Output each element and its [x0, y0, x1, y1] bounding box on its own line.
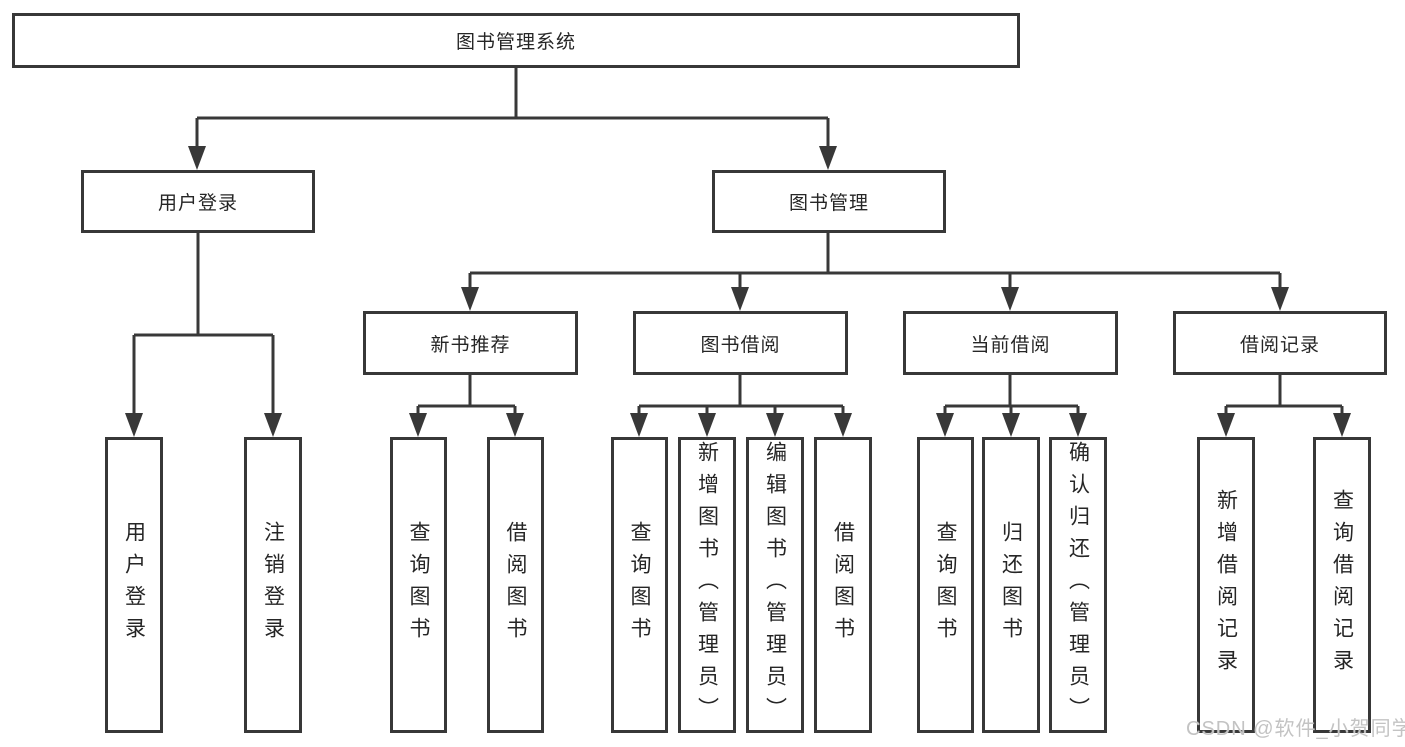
node-current-borrow-label: 当前借阅 [970, 334, 1051, 356]
arrowhead-icon [461, 287, 479, 311]
leaf-query-books-borrow-label: 查询图书 [628, 521, 651, 649]
arrowhead-icon [731, 287, 749, 311]
leaf-confirm-return-admin-label: 确认归还（管理员） [1066, 441, 1090, 729]
node-book-borrow-label: 图书借阅 [700, 334, 781, 356]
node-root: 图书管理系统 [12, 13, 1020, 68]
arrowhead-icon [409, 413, 427, 437]
leaf-add-book-admin: 新增图书（管理员） [678, 437, 736, 733]
connector-current-borrow-to-leaves [943, 375, 1080, 421]
arrowhead-icon [264, 413, 282, 437]
connector-book-management-to-level3 [468, 233, 1282, 296]
arrowhead-icon [630, 413, 648, 437]
leaf-borrow-books-recommend-label: 借阅图书 [504, 521, 527, 649]
arrowhead-icon [1271, 287, 1289, 311]
connector-book-borrow-to-leaves [637, 375, 845, 421]
leaf-logout-label: 注销登录 [261, 521, 285, 649]
node-book-management: 图书管理 [712, 170, 946, 233]
leaf-query-books-borrow: 查询图书 [611, 437, 668, 733]
leaf-query-books-recommend-label: 查询图书 [407, 521, 430, 649]
leaf-add-borrow-record: 新增借阅记录 [1197, 437, 1255, 733]
connector-borrow-records-to-leaves [1224, 375, 1344, 421]
arrowhead-icon [698, 413, 716, 437]
node-book-borrow: 图书借阅 [633, 311, 848, 375]
leaf-add-borrow-record-label: 新增借阅记录 [1214, 489, 1238, 681]
node-new-book-recommend: 新书推荐 [363, 311, 578, 375]
leaf-borrow-books-borrow-label: 借阅图书 [831, 521, 855, 649]
arrowhead-icon [819, 146, 837, 170]
node-borrow-records: 借阅记录 [1173, 311, 1387, 375]
arrowhead-icon [506, 413, 524, 437]
node-book-management-label: 图书管理 [788, 193, 869, 214]
leaf-add-book-admin-label: 新增图书（管理员） [695, 441, 719, 729]
arrowhead-icon [1069, 413, 1087, 437]
arrowhead-icon [834, 413, 852, 437]
arrowhead-icon [1002, 413, 1020, 437]
leaf-query-books-recommend: 查询图书 [390, 437, 447, 733]
arrowhead-icon [936, 413, 954, 437]
node-user-login-label: 用户登录 [157, 193, 238, 214]
node-root-label: 图书管理系统 [455, 32, 576, 53]
leaf-edit-book-admin: 编辑图书（管理员） [746, 437, 804, 733]
arrowhead-icon [125, 413, 143, 437]
leaf-query-books-current-label: 查询图书 [934, 521, 957, 649]
leaf-query-borrow-record-label: 查询借阅记录 [1330, 489, 1354, 681]
leaf-confirm-return-admin: 确认归还（管理员） [1049, 437, 1107, 733]
leaf-user-login: 用户登录 [105, 437, 163, 733]
connector-user-login-to-leaves [132, 233, 275, 421]
arrowhead-icon [766, 413, 784, 437]
node-new-book-recommend-label: 新书推荐 [430, 334, 511, 356]
arrowhead-icon [188, 146, 206, 170]
node-borrow-records-label: 借阅记录 [1239, 334, 1320, 356]
arrowhead-icon [1217, 413, 1235, 437]
leaf-user-login-label: 用户登录 [122, 521, 146, 649]
leaf-borrow-books-borrow: 借阅图书 [814, 437, 872, 733]
node-user-login: 用户登录 [81, 170, 315, 233]
leaf-query-borrow-record: 查询借阅记录 [1313, 437, 1371, 733]
leaf-logout: 注销登录 [244, 437, 302, 733]
arrowhead-icon [1333, 413, 1351, 437]
node-current-borrow: 当前借阅 [903, 311, 1118, 375]
leaf-query-books-current: 查询图书 [917, 437, 974, 733]
arrowhead-icon [1001, 287, 1019, 311]
connector-new-book-recommend-to-leaves [416, 375, 517, 421]
leaf-edit-book-admin-label: 编辑图书（管理员） [763, 441, 787, 729]
leaf-borrow-books-recommend: 借阅图书 [487, 437, 544, 733]
watermark: CSDN @软件_小贺同学 [1186, 718, 1405, 740]
leaf-return-book: 归还图书 [982, 437, 1040, 733]
connector-root-to-level2 [195, 68, 830, 152]
leaf-return-book-label: 归还图书 [999, 521, 1023, 649]
